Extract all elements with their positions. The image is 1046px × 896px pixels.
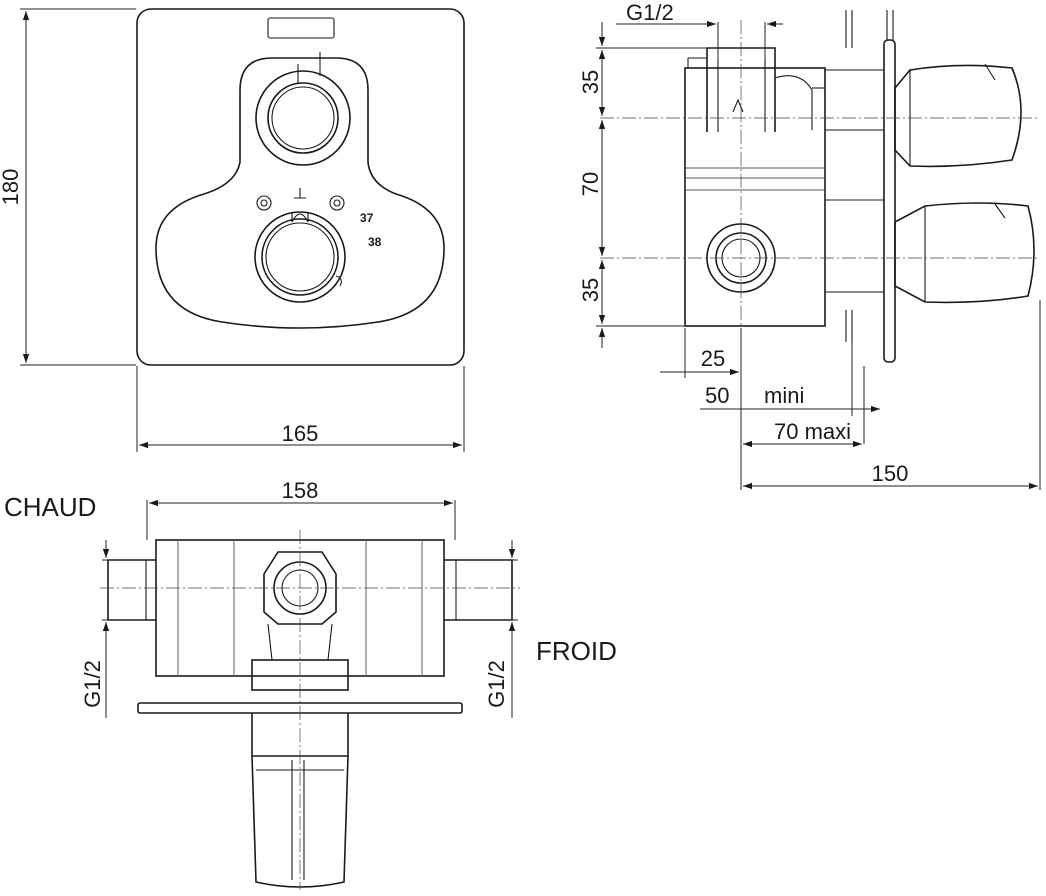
dimension-35-bottom: 35 [578, 278, 603, 302]
dimension-50: 50 [705, 383, 729, 408]
valve-body [684, 67, 826, 327]
right-thread-label: G1/2 [484, 660, 509, 708]
dimension-70: 70 [578, 172, 603, 196]
cold-inlet-pipe [444, 559, 513, 621]
cold-label: FROID [536, 636, 617, 666]
front-view: 37 38 180 165 [0, 8, 465, 452]
thermostat-knob [254, 211, 346, 303]
hot-label: CHAUD [4, 492, 96, 522]
left-port [256, 195, 272, 211]
hot-inlet-pipe [107, 559, 156, 621]
side-view: G1/2 35 70 35 25 50 mini 70 maxi 150 [578, 0, 1041, 490]
top-thread-label: G1/2 [626, 0, 674, 25]
lower-knob-side [894, 202, 1035, 304]
dimension-25: 25 [701, 346, 725, 371]
flow-selector-knob [255, 52, 351, 166]
height-dimension: 180 [0, 169, 23, 206]
upper-knob-side [894, 64, 1022, 168]
dimension-35-top: 35 [578, 70, 603, 94]
mini-label: mini [764, 383, 804, 408]
dial-mark-38: 38 [368, 235, 382, 249]
bottom-view: 158 CHAUD FROID G1/2 [4, 478, 617, 890]
wall-plate [883, 39, 896, 363]
dial-mark-37: 37 [360, 211, 374, 225]
escutcheon-outline [155, 57, 445, 329]
left-thread-label: G1/2 [80, 660, 105, 708]
cover-plate [136, 8, 465, 366]
dimension-150: 150 [872, 461, 909, 486]
width-dimension: 165 [282, 421, 319, 446]
dimension-70-maxi: 70 maxi [774, 419, 851, 444]
bottom-width-dimension: 158 [282, 478, 319, 503]
hex-nut [263, 551, 337, 625]
plate-top-slot [267, 17, 335, 39]
right-port [329, 195, 345, 211]
